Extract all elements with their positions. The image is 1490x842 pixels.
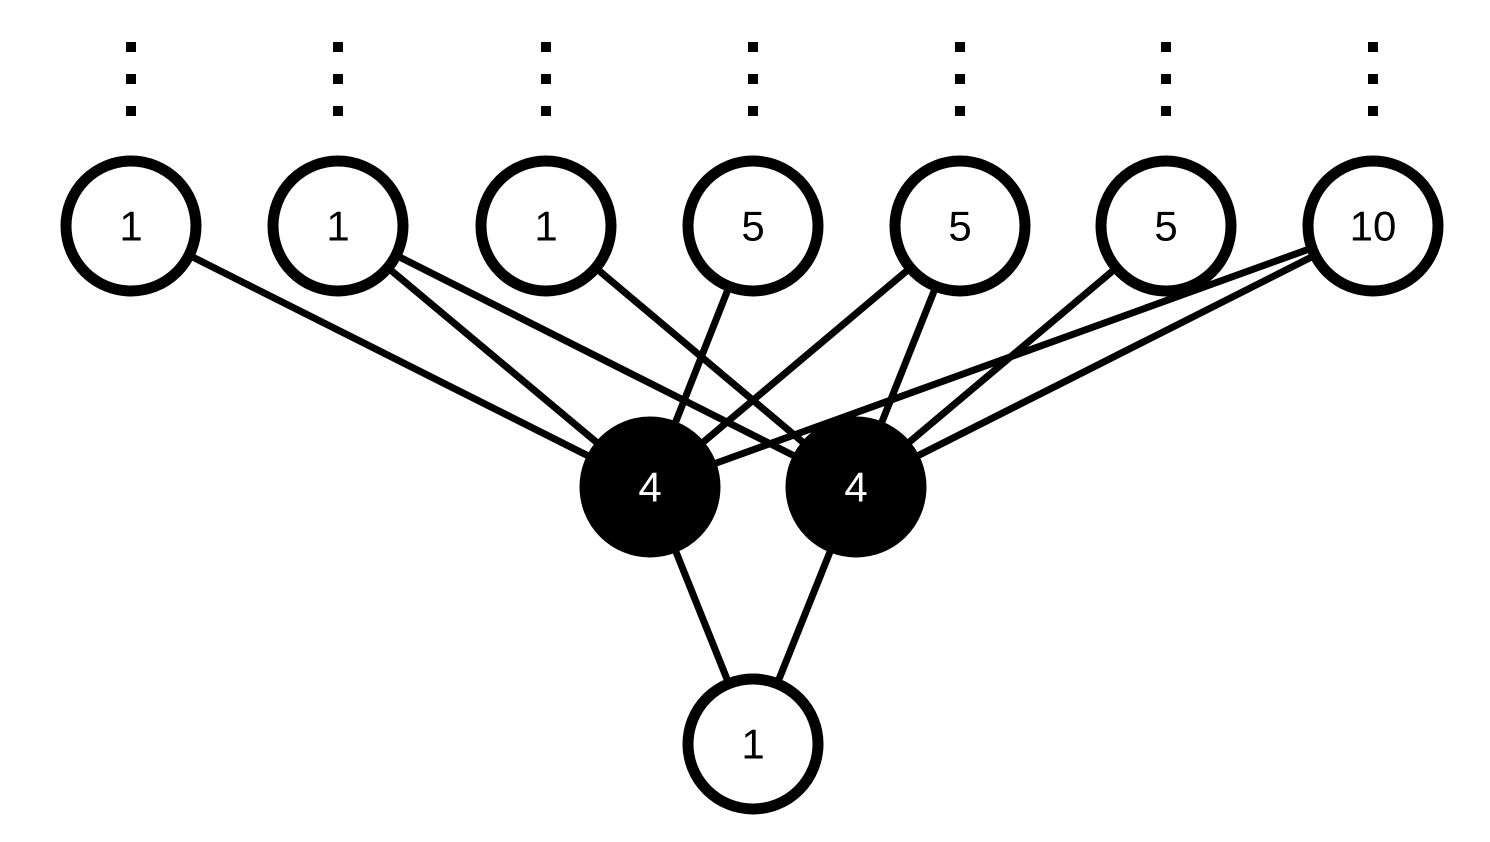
node-t7: 10 (1302, 155, 1444, 297)
hollow-node-circle (1302, 155, 1444, 297)
vertical-ellipsis-icon (541, 42, 551, 116)
hollow-node-circle (682, 155, 824, 297)
node-t4: 5 (682, 155, 824, 297)
node-label: 5 (948, 203, 971, 250)
vertical-ellipsis-icon (126, 42, 136, 116)
hollow-node-circle (682, 673, 824, 815)
node-t1: 1 (60, 155, 202, 297)
nodes: 1 1 1 5 5 5 10 4 4 1 (60, 155, 1444, 815)
edge-t7-m1 (648, 222, 1375, 491)
vertical-ellipsis-icon (748, 42, 758, 116)
node-b1: 1 (682, 673, 824, 815)
node-m2: 4 (785, 416, 927, 558)
node-label: 10 (1350, 203, 1397, 250)
edge-t7-m2 (854, 222, 1375, 491)
vertical-ellipsis-icon (1368, 42, 1378, 116)
hollow-node-circle (1095, 155, 1237, 297)
node-label: 1 (741, 721, 764, 768)
node-t3: 1 (475, 155, 617, 297)
node-label: 1 (534, 203, 557, 250)
node-label: 5 (741, 203, 764, 250)
edge-t1-m1 (129, 222, 652, 491)
node-label: 4 (844, 464, 867, 511)
node-label: 1 (326, 203, 349, 250)
node-t6: 5 (1095, 155, 1237, 297)
filled-node-circle (785, 416, 927, 558)
vertical-ellipsis-icon (955, 42, 965, 116)
node-label: 5 (1154, 203, 1177, 250)
node-label: 1 (119, 203, 142, 250)
hollow-node-circle (889, 155, 1031, 297)
node-m1: 4 (579, 416, 721, 558)
node-t2: 1 (267, 155, 409, 297)
node-label: 4 (638, 464, 661, 511)
filled-node-circle (579, 416, 721, 558)
hollow-node-circle (475, 155, 617, 297)
vertical-ellipsis-icon (333, 42, 343, 116)
node-t5: 5 (889, 155, 1031, 297)
edges (129, 222, 1375, 746)
vertical-ellipsis-icon (1161, 42, 1171, 116)
continuation-ellipses (126, 42, 1378, 116)
hollow-node-circle (60, 155, 202, 297)
hollow-node-circle (267, 155, 409, 297)
